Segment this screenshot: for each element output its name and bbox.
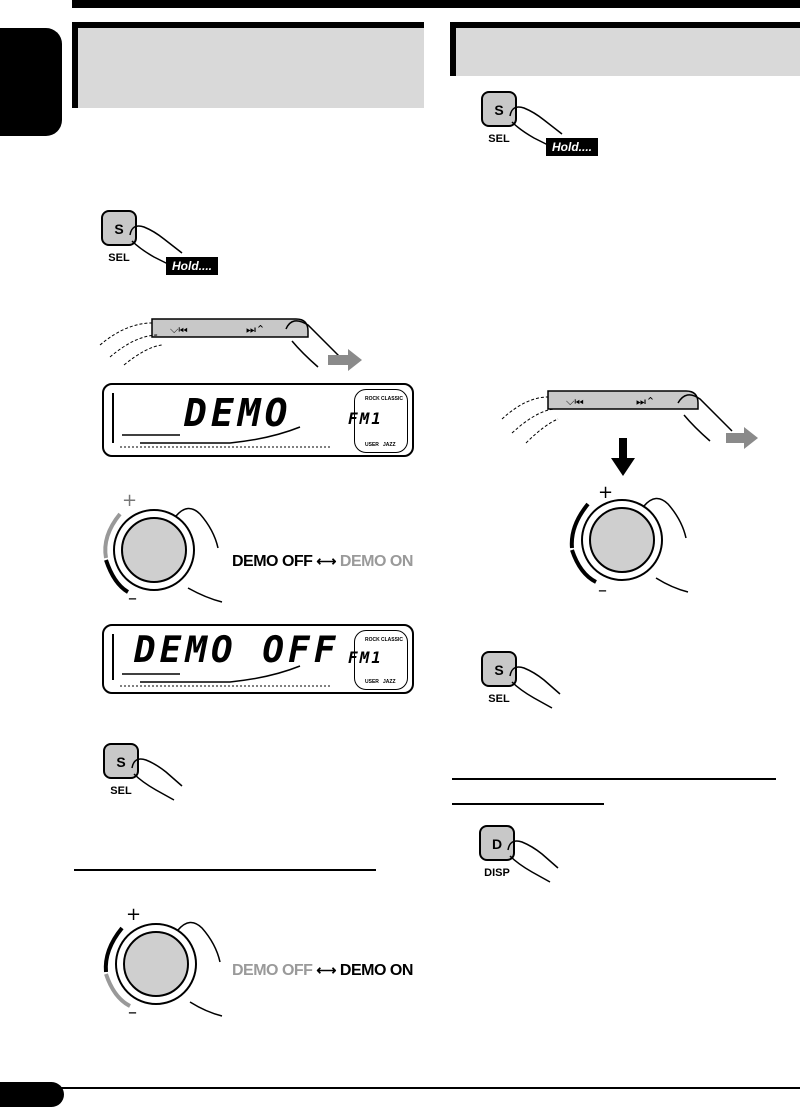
lcd-main-text: DEMO OFF xyxy=(134,630,340,671)
lcd-display-demo-off: DEMO OFF FM1 ROCK CLASSIC USER JAZZ xyxy=(102,624,414,694)
rotate-down-arrow-icon xyxy=(104,559,130,594)
sel-press-illustration-left: S SEL xyxy=(103,743,183,801)
sel-button-icon xyxy=(481,651,517,687)
section-header-right xyxy=(450,22,800,76)
skip-buttons-illustration-left: ⌵⏮ ⏭⌃ xyxy=(99,318,362,371)
svg-text:+: + xyxy=(598,482,613,503)
finger-outline-left-icon xyxy=(501,396,559,444)
finger-icon xyxy=(509,106,563,149)
prev-icon: ⌵⏮ xyxy=(170,323,188,336)
svg-text:SEL: SEL xyxy=(110,785,132,797)
finger-right-icon xyxy=(285,320,341,368)
next-icon: ⏭⌃ xyxy=(636,395,655,408)
toggle-arrow-icon: ⟷ xyxy=(316,962,336,978)
lcd-eq-graphic xyxy=(120,665,330,687)
svg-text:SEL: SEL xyxy=(488,693,510,705)
skip-buttons-illustration-right: ⌵⏮ ⏭⌃ xyxy=(501,390,758,449)
rotate-down-arrow-icon xyxy=(570,549,597,584)
sel-press-illustration-right: S SEL xyxy=(481,651,561,709)
hold-badge xyxy=(166,257,218,275)
sel-button-icon xyxy=(481,91,517,127)
page-number-tab xyxy=(0,1082,64,1107)
hand-icon xyxy=(643,497,689,593)
next-icon: ⏭⌃ xyxy=(246,323,265,336)
finger-icon xyxy=(131,758,183,801)
section-header-left xyxy=(72,22,424,108)
lcd-mode-ring: ROCK CLASSIC USER JAZZ xyxy=(354,389,408,453)
dial-minus: – xyxy=(128,1002,137,1023)
hand-icon xyxy=(177,921,223,1017)
underline-right-1 xyxy=(452,778,776,780)
lcd-display-demo: DEMO FM1 ROCK CLASSIC USER JAZZ xyxy=(102,383,414,457)
demo-off-label: DEMO OFF xyxy=(232,962,313,979)
disp-press-illustration: D DISP xyxy=(479,825,559,883)
demo-on-label: DEMO ON xyxy=(339,553,413,570)
volume-dial-illustration-1: + – xyxy=(103,490,223,609)
language-side-tab xyxy=(0,28,62,136)
rotate-up-arrow-icon xyxy=(569,502,590,549)
finger-icon xyxy=(129,225,183,268)
demo-toggle-2: DEMO OFF ⟷ DEMO ON xyxy=(232,962,413,980)
sel-button-letter: S xyxy=(114,221,123,237)
dial-knob xyxy=(123,931,189,997)
finger-icon xyxy=(507,840,559,883)
dial-plus: + xyxy=(122,490,137,511)
toggle-arrow-icon: ⟷ xyxy=(316,553,336,569)
svg-text:–: – xyxy=(598,580,607,601)
dial-minus: – xyxy=(128,588,137,609)
disp-caption: DISP xyxy=(484,867,510,879)
finger-icon xyxy=(509,666,561,709)
lcd-eq-graphic xyxy=(120,426,330,448)
lcd-level-bar xyxy=(112,393,118,443)
dial-plus: + xyxy=(126,904,141,925)
underline-right-2 xyxy=(452,803,604,805)
rotate-down-arrow-icon xyxy=(104,973,131,1008)
rotate-up-arrow-icon xyxy=(103,512,122,559)
demo-off-label: DEMO OFF xyxy=(232,553,313,570)
lcd-band-text: FM1 xyxy=(348,648,383,667)
arrow-right-icon xyxy=(328,349,362,371)
lcd-mode-ring: ROCK CLASSIC USER JAZZ xyxy=(354,630,408,690)
demo-on-label: DEMO ON xyxy=(339,962,413,979)
footer-rule xyxy=(60,1087,800,1089)
lcd-band-text: FM1 xyxy=(348,409,383,428)
sel-hold-illustration: S SEL Hold.... xyxy=(101,210,218,275)
disp-button-icon xyxy=(479,825,515,861)
hold-label: Hold.... xyxy=(172,259,212,273)
svg-text:S: S xyxy=(494,102,503,118)
finger-outline-left-icon xyxy=(99,322,163,366)
volume-dial-illustration-2: + – xyxy=(103,904,223,1023)
arrow-down-icon xyxy=(611,438,635,476)
hold-badge xyxy=(546,138,598,156)
skip-bar-icon xyxy=(547,390,699,410)
svg-text:SEL: SEL xyxy=(488,133,510,145)
prev-icon: ⌵⏮ xyxy=(566,395,584,408)
arrow-right-icon xyxy=(726,427,758,449)
sel-button-icon xyxy=(101,210,137,246)
rotate-up-arrow-icon xyxy=(103,926,124,973)
volume-dial-illustration-right: + – xyxy=(569,482,689,601)
underline-left xyxy=(74,869,376,871)
lcd-main-text: DEMO xyxy=(184,391,292,435)
dial-knob xyxy=(121,517,187,583)
svg-text:S: S xyxy=(116,754,125,770)
svg-text:S: S xyxy=(494,662,503,678)
demo-toggle-1: DEMO OFF ⟷ DEMO ON xyxy=(232,553,413,571)
lcd-level-bar xyxy=(112,634,118,680)
sel-caption: SEL xyxy=(108,252,130,264)
sel-button-icon xyxy=(103,743,139,779)
sel-hold-illustration-right: S SEL Hold.... xyxy=(481,91,598,156)
svg-text:Hold....: Hold.... xyxy=(552,140,592,154)
top-bar xyxy=(72,0,800,8)
disp-button-letter: D xyxy=(492,836,502,852)
dial-knob xyxy=(589,507,655,573)
finger-right-icon xyxy=(677,394,733,442)
hand-icon xyxy=(175,507,223,603)
